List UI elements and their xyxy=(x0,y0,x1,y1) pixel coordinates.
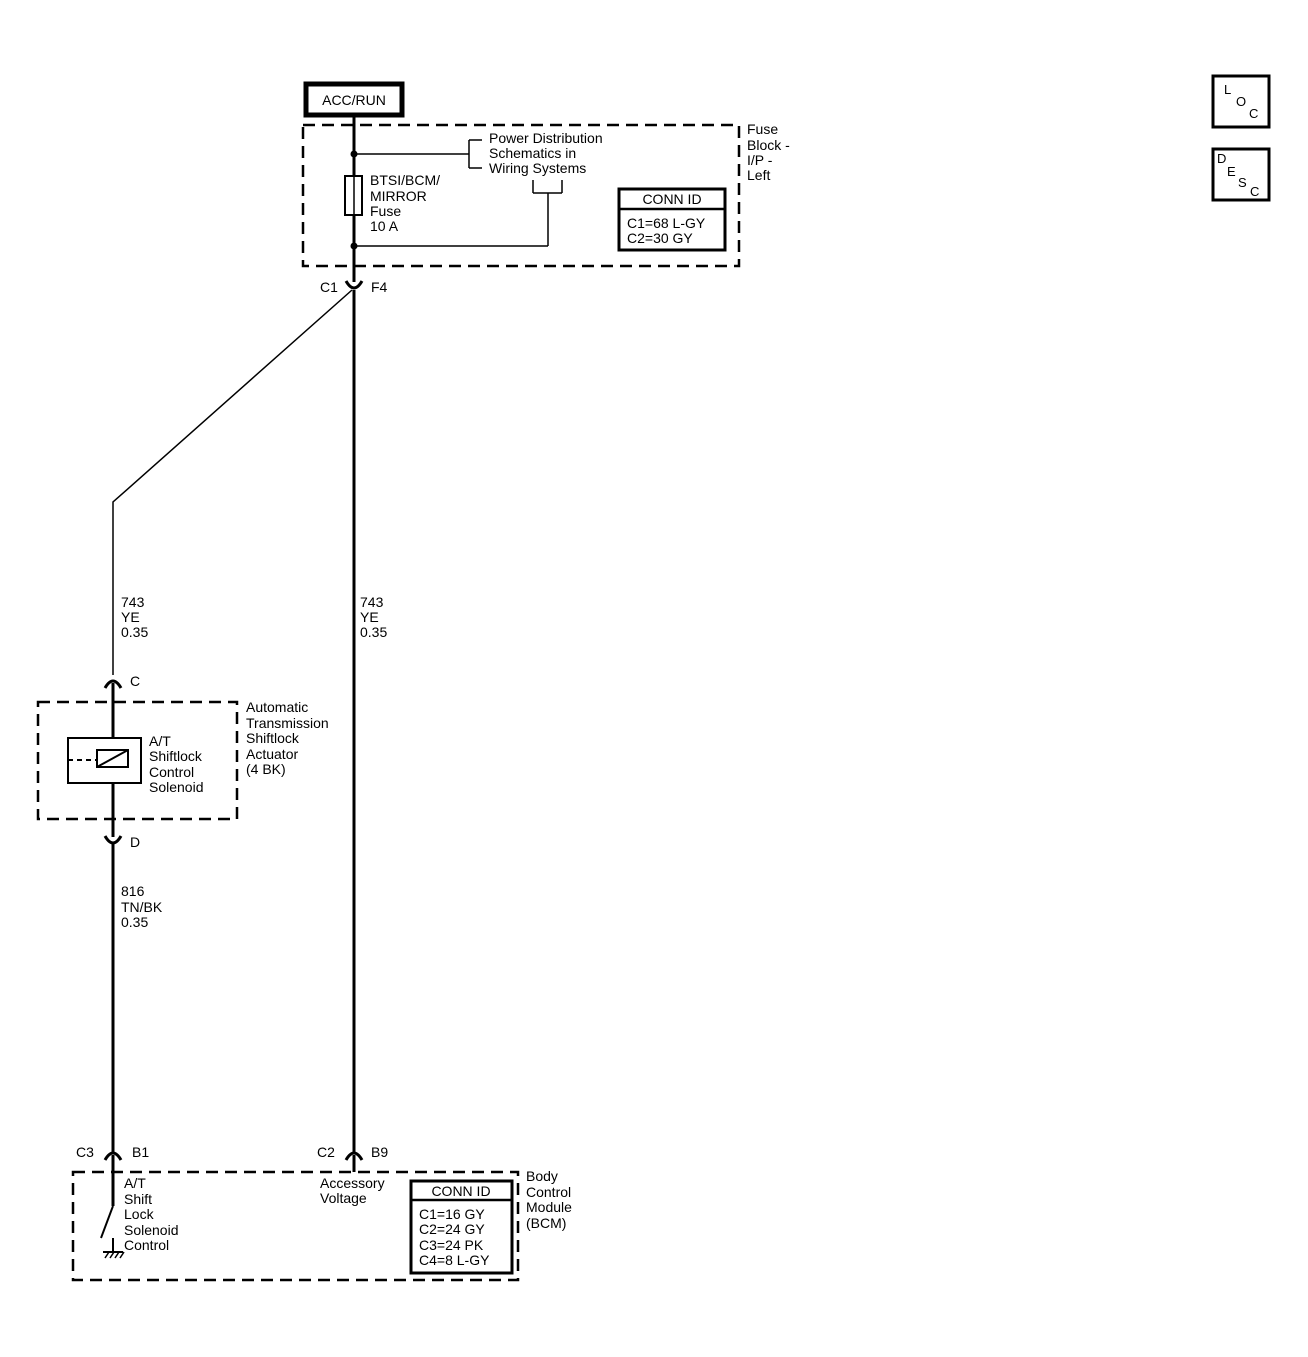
svg-text:E: E xyxy=(1227,164,1236,179)
actuator-pin-c: C xyxy=(103,673,140,689)
svg-text:Solenoid: Solenoid xyxy=(149,779,204,795)
solenoid-symbol xyxy=(67,737,142,784)
bcm-connector-c3-b1: C3 B1 xyxy=(76,1144,149,1161)
svg-text:Block -: Block - xyxy=(747,137,790,153)
conn-id-entry: C4=8 L-GY xyxy=(419,1252,490,1268)
connector-label: C1 xyxy=(320,279,338,295)
svg-text:BTSI/BCM/: BTSI/BCM/ xyxy=(370,172,440,188)
conn-id-entry: C2=24 GY xyxy=(419,1221,485,1237)
fuse-block-connector: C1 F4 xyxy=(320,279,388,295)
bcm-accessory-voltage-label: Accessory Voltage xyxy=(320,1175,385,1206)
conn-id-entry: C1=68 L-GY xyxy=(627,215,706,231)
svg-text:Lock: Lock xyxy=(124,1206,155,1222)
wire-743-left-label: 743 YE 0.35 xyxy=(121,594,148,640)
desc-button[interactable]: D E S C xyxy=(1211,147,1271,202)
svg-text:C: C xyxy=(1250,184,1259,199)
svg-text:A/T: A/T xyxy=(149,733,171,749)
conn-id-entry: C3=24 PK xyxy=(419,1237,484,1253)
svg-text:YE: YE xyxy=(360,609,379,625)
fuse-label: BTSI/BCM/ MIRROR Fuse 10 A xyxy=(370,172,440,234)
svg-text:C: C xyxy=(130,673,140,689)
svg-text:(BCM): (BCM) xyxy=(526,1215,566,1231)
conn-id-title: CONN ID xyxy=(642,191,701,207)
actuator-name: Automatic Transmission Shiftlock Actuato… xyxy=(246,699,329,777)
conn-id-title: CONN ID xyxy=(431,1183,490,1199)
svg-text:O: O xyxy=(1236,94,1246,109)
svg-text:Solenoid: Solenoid xyxy=(124,1222,179,1238)
actuator-pin-d: D xyxy=(103,834,140,850)
svg-text:0.35: 0.35 xyxy=(121,624,148,640)
ground-symbol xyxy=(103,1251,125,1259)
svg-text:MIRROR: MIRROR xyxy=(370,188,427,204)
svg-text:Transmission: Transmission xyxy=(246,715,329,731)
svg-text:743: 743 xyxy=(360,594,384,610)
svg-text:I/P -: I/P - xyxy=(747,152,773,168)
svg-text:S: S xyxy=(1238,175,1247,190)
svg-text:(4 BK): (4 BK) xyxy=(246,761,286,777)
svg-text:Fuse: Fuse xyxy=(370,203,401,219)
svg-text:D: D xyxy=(1217,151,1226,166)
svg-text:816: 816 xyxy=(121,883,145,899)
svg-text:Accessory: Accessory xyxy=(320,1175,385,1191)
svg-text:Automatic: Automatic xyxy=(246,699,308,715)
wire-743-left xyxy=(112,289,353,675)
wire-816-label: 816 TN/BK 0.35 xyxy=(121,883,163,930)
svg-text:Control: Control xyxy=(526,1184,571,1200)
svg-text:L: L xyxy=(1224,82,1231,97)
svg-text:Voltage: Voltage xyxy=(320,1190,367,1206)
wire-743-right-label: 743 YE 0.35 xyxy=(360,594,387,640)
bcm-conn-id-table: CONN ID C1=16 GY C2=24 GY C3=24 PK C4=8 … xyxy=(409,1179,514,1275)
actuator-boundary xyxy=(36,700,239,821)
fuse-block-boundary xyxy=(301,123,741,268)
conn-id-entry: C2=30 GY xyxy=(627,230,693,246)
power-distribution-line-1: Power Distribution xyxy=(489,130,603,146)
conn-id-entry: C1=16 GY xyxy=(419,1206,485,1222)
svg-text:Control: Control xyxy=(149,764,194,780)
power-distribution-reference[interactable]: Power Distribution Schematics in Wiring … xyxy=(354,130,603,176)
svg-text:C2: C2 xyxy=(317,1144,335,1160)
bcm-boundary xyxy=(71,1170,520,1282)
solenoid-label: A/T Shiftlock Control Solenoid xyxy=(149,733,204,795)
svg-text:Fuse: Fuse xyxy=(747,121,778,137)
svg-text:D: D xyxy=(130,834,140,850)
svg-text:B9: B9 xyxy=(371,1144,388,1160)
svg-text:A/T: A/T xyxy=(124,1175,146,1191)
solenoid-control-switch xyxy=(100,1205,114,1252)
svg-text:10 A: 10 A xyxy=(370,218,399,234)
power-distribution-line-3: Wiring Systems xyxy=(489,160,586,176)
svg-text:B1: B1 xyxy=(132,1144,149,1160)
svg-text:C: C xyxy=(1249,106,1258,121)
svg-text:Body: Body xyxy=(526,1168,558,1184)
connector-pin: F4 xyxy=(371,279,388,295)
svg-text:Control: Control xyxy=(124,1237,169,1253)
fuse-block-name: Fuse Block - I/P - Left xyxy=(747,121,790,183)
svg-text:YE: YE xyxy=(121,609,140,625)
bcm-connector-c2-b9: C2 B9 xyxy=(317,1144,388,1161)
power-distribution-line-2: Schematics in xyxy=(489,145,576,161)
svg-text:TN/BK: TN/BK xyxy=(121,899,163,915)
loc-button[interactable]: L O C xyxy=(1211,74,1271,129)
bcm-name: Body Control Module (BCM) xyxy=(526,1168,572,1231)
power-source-label: ACC/RUN xyxy=(322,92,386,108)
svg-text:C3: C3 xyxy=(76,1144,94,1160)
svg-text:Left: Left xyxy=(747,167,770,183)
bcm-solenoid-control-label: A/T Shift Lock Solenoid Control xyxy=(124,1175,179,1253)
svg-text:Shiftlock: Shiftlock xyxy=(149,748,203,764)
fuse-block-conn-id-table: CONN ID C1=68 L-GY C2=30 GY xyxy=(617,187,727,252)
svg-text:Shiftlock: Shiftlock xyxy=(246,730,300,746)
svg-text:0.35: 0.35 xyxy=(360,624,387,640)
svg-text:743: 743 xyxy=(121,594,145,610)
svg-text:Actuator: Actuator xyxy=(246,746,298,762)
svg-text:Shift: Shift xyxy=(124,1191,152,1207)
power-source: ACC/RUN xyxy=(303,81,405,118)
svg-text:Module: Module xyxy=(526,1199,572,1215)
svg-text:0.35: 0.35 xyxy=(121,914,148,930)
